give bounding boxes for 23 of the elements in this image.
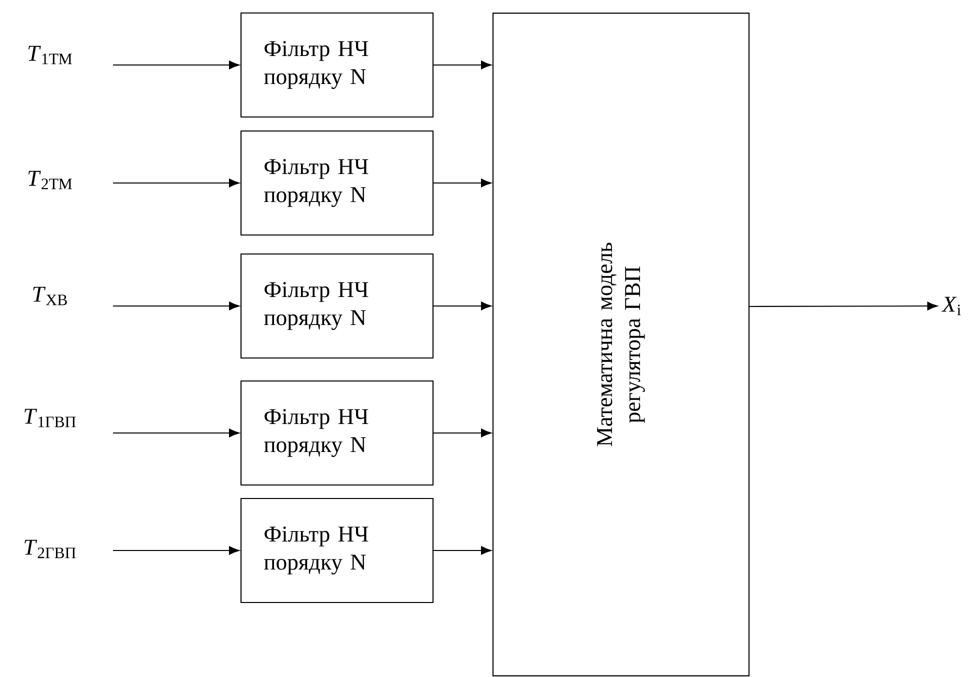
model-box: Математична модель регулятора ГВП [492,12,750,676]
filter-box: Фільтр НЧ порядку N [240,12,434,118]
filter-box: Фільтр НЧ порядку N [240,498,434,604]
input-label: T$_{2ГВП}$ [24,540,76,558]
input-label: T$_{1ТМ}$ [28,46,72,64]
arrow [434,302,492,310]
input-label: T$_{ХВ}$ [33,286,67,306]
filter-box: Фільтр НЧ порядку N [240,253,434,359]
arrow [113,178,240,188]
filter-box: Фільтр НЧ порядку N [240,130,434,236]
arrow [113,302,240,310]
arrow [434,178,492,188]
filter-box: Фільтр НЧ порядку N [240,380,434,486]
arrow [113,60,240,70]
input-label: T$_{2ТМ}$ [28,170,72,190]
arrow [434,60,492,70]
arrow [749,302,938,310]
input-label: T$_{1ГВП}$ [24,408,76,428]
output-label: X$_{i}$ [941,296,961,316]
arrow [434,428,492,438]
arrow [113,546,240,555]
arrow [434,546,492,555]
arrow [113,428,240,438]
